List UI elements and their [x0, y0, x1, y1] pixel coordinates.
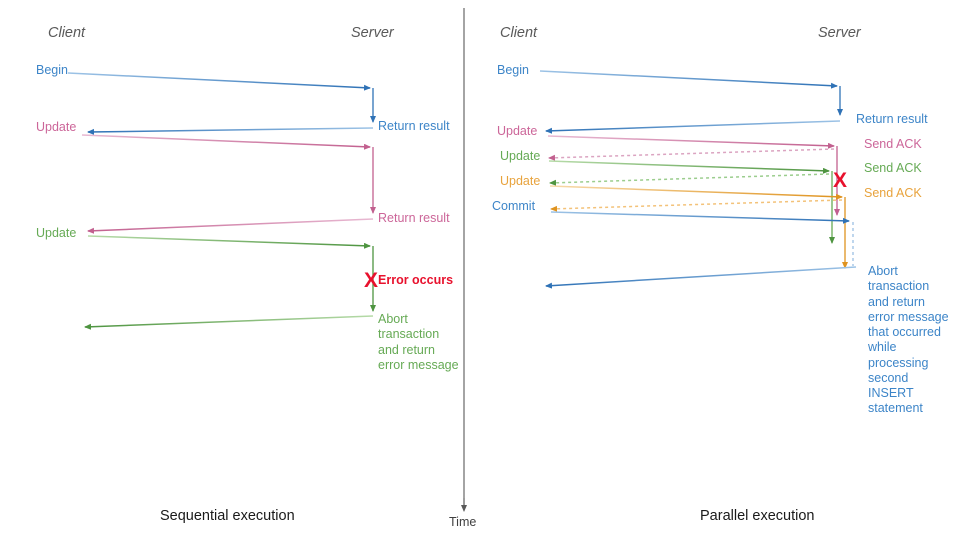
right-label-abort-block: Abort transaction and return error messa…	[868, 264, 949, 416]
left-panel-caption: Sequential execution	[160, 508, 295, 524]
time-axis-label: Time	[449, 515, 477, 529]
left-label-return-result-2: Return result	[378, 211, 450, 225]
arrow-ack-3	[550, 199, 843, 212]
arrow-return-result-1	[87, 127, 374, 135]
arrow-abort-right	[545, 266, 857, 289]
right-label-update-3: Update	[500, 174, 541, 188]
arrow-update-1-r	[547, 135, 835, 149]
arrow-return-result-2	[87, 218, 374, 234]
right-label-send-ack-2: Send ACK	[864, 161, 922, 175]
arrow-ack-1	[548, 148, 835, 161]
arrow-update-2	[87, 235, 371, 249]
arrow-update-1	[81, 134, 371, 150]
left-label-update-2: Update	[36, 226, 77, 240]
left-panel-flows	[67, 72, 376, 330]
right-label-return-result: Return result	[856, 112, 928, 126]
left-label-error-occurs: Error occurs	[378, 273, 454, 287]
right-label-update-2: Update	[500, 149, 541, 163]
right-panel-caption: Parallel execution	[700, 508, 815, 524]
right-actor-client: Client	[500, 25, 538, 41]
left-label-update-1: Update	[36, 120, 77, 134]
right-label-begin: Begin	[497, 63, 529, 77]
left-label-abort-block: Abort transaction and return error messa…	[378, 312, 459, 372]
arrow-begin	[67, 72, 371, 91]
right-error-x-icon: X	[833, 169, 848, 192]
right-label-send-ack-3: Send ACK	[864, 186, 922, 200]
right-label-send-ack-1: Send ACK	[864, 137, 922, 151]
arrow-abort-left	[84, 315, 374, 330]
arrow-update-3-r	[549, 185, 843, 200]
arrow-return-result-r	[545, 120, 841, 134]
right-panel-flows	[539, 70, 857, 289]
left-actor-server: Server	[351, 25, 394, 41]
right-label-commit: Commit	[492, 199, 536, 213]
left-label-return-result-1: Return result	[378, 119, 450, 133]
arrow-update-2-r	[548, 160, 830, 174]
arrow-ack-2	[549, 173, 830, 186]
right-label-update-1: Update	[497, 124, 538, 138]
left-label-begin: Begin	[36, 63, 68, 77]
right-actor-server: Server	[818, 25, 861, 41]
arrow-begin-r	[539, 70, 838, 89]
left-error-x-icon: X	[364, 269, 379, 292]
arrow-commit	[550, 211, 850, 224]
left-actor-client: Client	[48, 25, 86, 41]
